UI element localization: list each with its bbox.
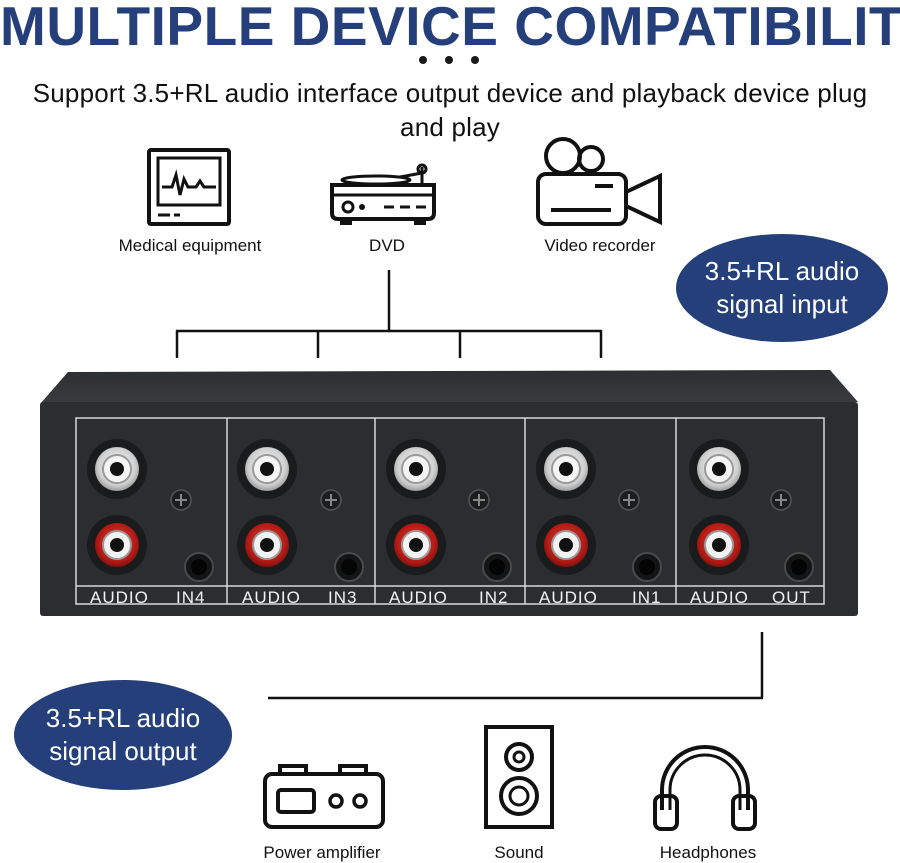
monitor-icon xyxy=(146,147,232,227)
output-bubble-line-2: signal output xyxy=(49,736,197,766)
panel-label-audio-in1: AUDIO xyxy=(539,588,598,608)
device-label-dvd: DVD xyxy=(369,236,405,255)
panel-label-audio-in2: AUDIO xyxy=(389,588,448,608)
panel-channel-label: IN1 xyxy=(632,588,662,607)
device-label-sound: Sound xyxy=(494,843,544,862)
panel-channel-label: IN2 xyxy=(479,588,509,607)
panel-label-out: OUT xyxy=(772,588,811,608)
panel-audio-label: AUDIO xyxy=(242,588,301,607)
panel-audio-label: AUDIO xyxy=(389,588,448,607)
subtitle: Support 3.5+RL audio interface output de… xyxy=(0,76,900,144)
panel-audio-label: AUDIO xyxy=(90,588,149,607)
panel-audio-label: AUDIO xyxy=(539,588,598,607)
video-camera-icon xyxy=(533,134,663,228)
device-label-video: Video recorder xyxy=(544,236,656,255)
panel-channel-label: OUT xyxy=(772,588,811,607)
subtitle-line-2: and play xyxy=(400,112,500,142)
headline: MULTIPLE DEVICE COMPATIBILITY xyxy=(0,0,900,57)
input-bubble-line-2: signal input xyxy=(716,289,848,319)
headphones-icon xyxy=(652,740,758,832)
output-bubble-line-1: 3.5+RL audio xyxy=(45,703,201,733)
amplifier-icon xyxy=(262,762,386,830)
speaker-icon xyxy=(483,724,555,830)
panel-label-audio-in3: AUDIO xyxy=(242,588,301,608)
turntable-dvd-icon xyxy=(326,163,440,227)
panel-label-in2: IN2 xyxy=(479,588,508,608)
device-body xyxy=(40,370,858,616)
output-signal-bubble: 3.5+RL audio signal output xyxy=(14,680,232,790)
device-label-medical: Medical equipment xyxy=(118,236,262,255)
input-signal-bubble: 3.5+RL audio signal input xyxy=(676,234,888,342)
panel-label-in4: IN4 xyxy=(176,588,205,608)
input-bubble-line-1: 3.5+RL audio xyxy=(704,256,860,286)
device-label-headphones: Headphones xyxy=(659,843,757,862)
panel-label-in3: IN3 xyxy=(328,588,357,608)
panel-channel-label: IN4 xyxy=(176,588,206,607)
device-label-amplifier: Power amplifier xyxy=(263,843,381,862)
subtitle-line-1: Support 3.5+RL audio interface output de… xyxy=(32,78,868,108)
audio-switcher-device: AUDIO IN4 AUDIO IN3 AUDIO IN2 AUDIO IN1 … xyxy=(38,366,860,618)
panel-channel-label: IN3 xyxy=(328,588,358,607)
panel-audio-label: AUDIO xyxy=(690,588,749,607)
panel-label-audio-in4: AUDIO xyxy=(90,588,149,608)
panel-label-in1: IN1 xyxy=(632,588,661,608)
panel-label-audio-out: AUDIO xyxy=(690,588,749,608)
decorative-dots xyxy=(415,56,485,66)
